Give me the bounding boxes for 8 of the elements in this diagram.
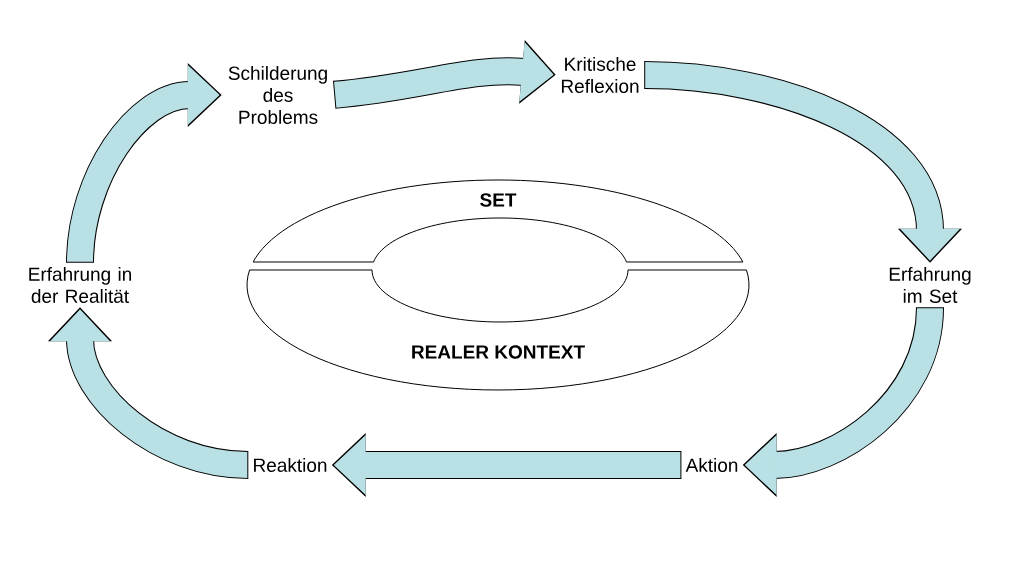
step-label: Erfahrung im Set (889, 267, 971, 303)
step-label: Schilderung des Problems (228, 66, 327, 124)
step-label: Erfahrung in der Realität (29, 267, 132, 303)
step-label: Kritische Reflexion (561, 57, 639, 93)
ring-half: SET (252, 179, 744, 263)
step-label: Aktion (685, 458, 738, 472)
ring-half: REALER KONTEXT (246, 269, 750, 391)
step-label: Reaktion (254, 458, 327, 472)
